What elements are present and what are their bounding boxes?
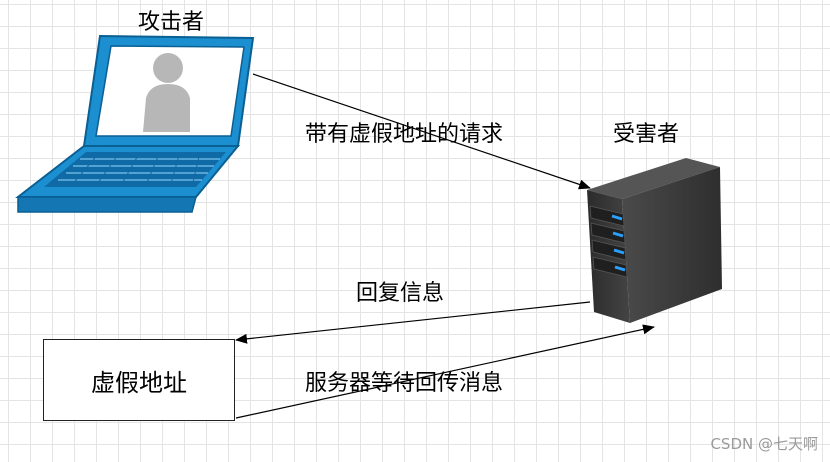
laptop-icon [15,34,255,213]
server-led-icon [611,214,626,272]
fake-address-label: 虚假地址 [91,368,187,397]
fake-address-box: 虚假地址 [43,339,235,421]
reply-label: 回复信息 [356,281,445,306]
watermark: CSDN @七天啊 [710,435,818,453]
wait-arrow [235,324,655,419]
request-label: 带有虚假地址的请求 [305,122,504,147]
person-icon [143,53,190,132]
wait-label: 服务器等待回传消息 [305,371,504,396]
reply-arrow [235,301,591,344]
attacker-label: 攻击者 [138,10,205,35]
victim-label: 受害者 [613,122,680,147]
request-arrow [252,73,591,190]
server-icon [587,158,722,323]
